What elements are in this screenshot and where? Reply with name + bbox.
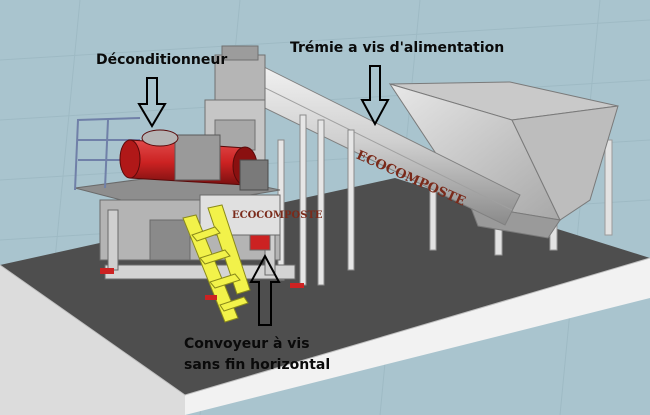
conveyor-supports [277,114,355,286]
arrow-tremie [360,65,390,127]
convoyeur-label-line2: sans fin horizontal [184,357,331,373]
frame-feet [100,268,304,300]
tremie-label: Trémie a vis d'alimentation [290,40,505,56]
frame-branding-text: ECOCOMPOSTE [232,210,323,221]
convoyeur-label-line1: Convoyeur à vis [184,336,310,352]
deconditioner-drum [119,129,269,191]
arrow-deconditionneur [137,77,167,128]
access-ladder [182,204,251,323]
arrow-convoyeur [249,253,281,326]
deconditionneur-label: Déconditionneur [96,52,228,68]
